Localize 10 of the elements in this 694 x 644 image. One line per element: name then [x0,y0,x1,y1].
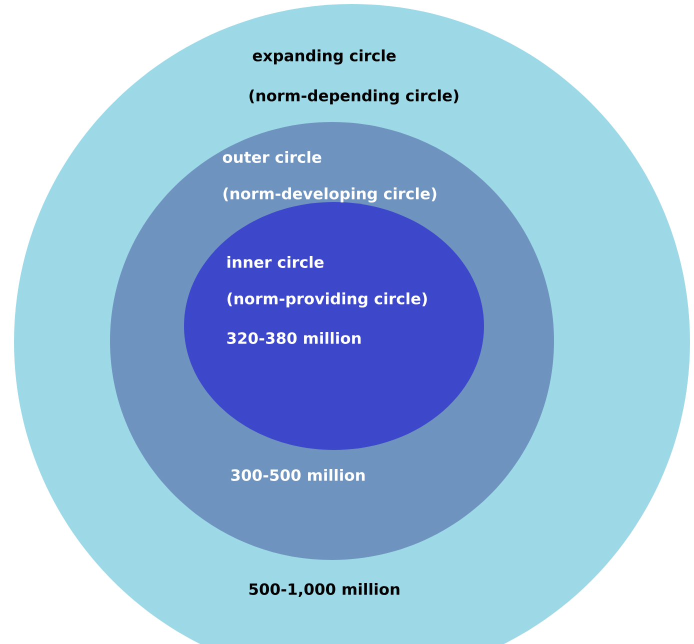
circle-region [184,202,484,450]
region-label: (norm-depending circle) [250,89,458,105]
region-label: (norm-providing circle) [228,292,427,308]
region-label: outer circle [222,150,322,163]
region-label: expanding circle [252,49,396,65]
region-label: 320-380 million [227,332,361,344]
region-label: 500-1,000 million [249,583,400,597]
region-label: (norm-developing circle) [224,187,436,203]
region-label: 300-500 million [231,468,365,481]
region-label: inner circle [228,256,324,268]
